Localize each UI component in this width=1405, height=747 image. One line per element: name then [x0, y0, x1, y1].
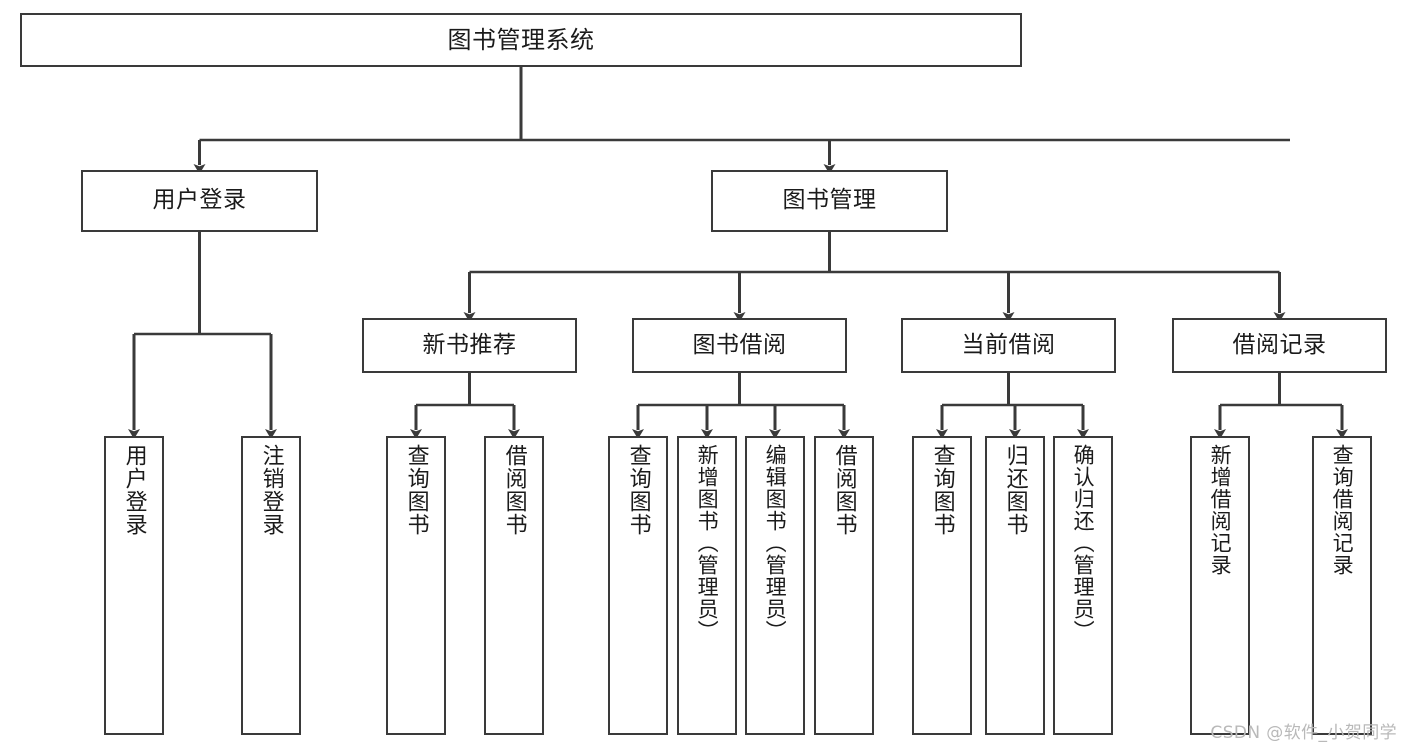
node-label: 图书管理系统: [447, 25, 595, 54]
node-new-book-recommend[interactable]: 新书推荐: [362, 318, 577, 373]
node-label: 借阅记录: [1232, 331, 1327, 358]
node-label: 查询图书: [625, 444, 651, 536]
node-label: 编辑图书（管理员）: [763, 444, 788, 642]
leaf-newbook-query-book[interactable]: 查询图书: [386, 436, 446, 735]
node-label: 查询图书: [929, 444, 955, 536]
node-book-borrow[interactable]: 图书借阅: [632, 318, 847, 373]
leaf-borrow-edit-book-admin[interactable]: 编辑图书（管理员）: [745, 436, 805, 735]
node-label: 用户登录: [152, 187, 247, 214]
node-label: 用户登录: [121, 444, 147, 536]
node-borrow-record[interactable]: 借阅记录: [1172, 318, 1387, 373]
node-user-login[interactable]: 用户登录: [81, 170, 318, 232]
leaf-borrow-add-book-admin[interactable]: 新增图书（管理员）: [677, 436, 737, 735]
leaf-borrow-query-book[interactable]: 查询图书: [608, 436, 668, 735]
node-label: 当前借阅: [961, 331, 1056, 358]
node-book-management[interactable]: 图书管理: [711, 170, 948, 232]
leaf-user-login[interactable]: 用户登录: [104, 436, 164, 735]
node-label: 查询借阅记录: [1330, 444, 1355, 576]
leaf-current-confirm-return-admin[interactable]: 确认归还（管理员）: [1053, 436, 1113, 735]
node-label: 确认归还（管理员）: [1071, 444, 1096, 642]
node-label: 注销登录: [258, 444, 284, 536]
leaf-current-query-book[interactable]: 查询图书: [912, 436, 972, 735]
node-label: 新增图书（管理员）: [695, 444, 720, 642]
node-label: 新增借阅记录: [1208, 444, 1233, 576]
leaf-current-return-book[interactable]: 归还图书: [985, 436, 1045, 735]
node-current-borrow[interactable]: 当前借阅: [901, 318, 1116, 373]
leaf-record-add-borrow-record[interactable]: 新增借阅记录: [1190, 436, 1250, 735]
node-label: 借阅图书: [831, 444, 857, 536]
leaf-record-query-borrow-record[interactable]: 查询借阅记录: [1312, 436, 1372, 735]
leaf-user-logout[interactable]: 注销登录: [241, 436, 301, 735]
node-label: 图书管理: [782, 187, 877, 214]
node-label: 图书借阅: [692, 331, 787, 358]
node-label: 借阅图书: [501, 444, 527, 536]
leaf-borrow-borrow-book[interactable]: 借阅图书: [814, 436, 874, 735]
leaf-newbook-borrow-book[interactable]: 借阅图书: [484, 436, 544, 735]
node-label: 归还图书: [1002, 444, 1028, 536]
node-root-system[interactable]: 图书管理系统: [20, 13, 1022, 67]
node-label: 查询图书: [403, 444, 429, 536]
node-label: 新书推荐: [422, 331, 517, 358]
